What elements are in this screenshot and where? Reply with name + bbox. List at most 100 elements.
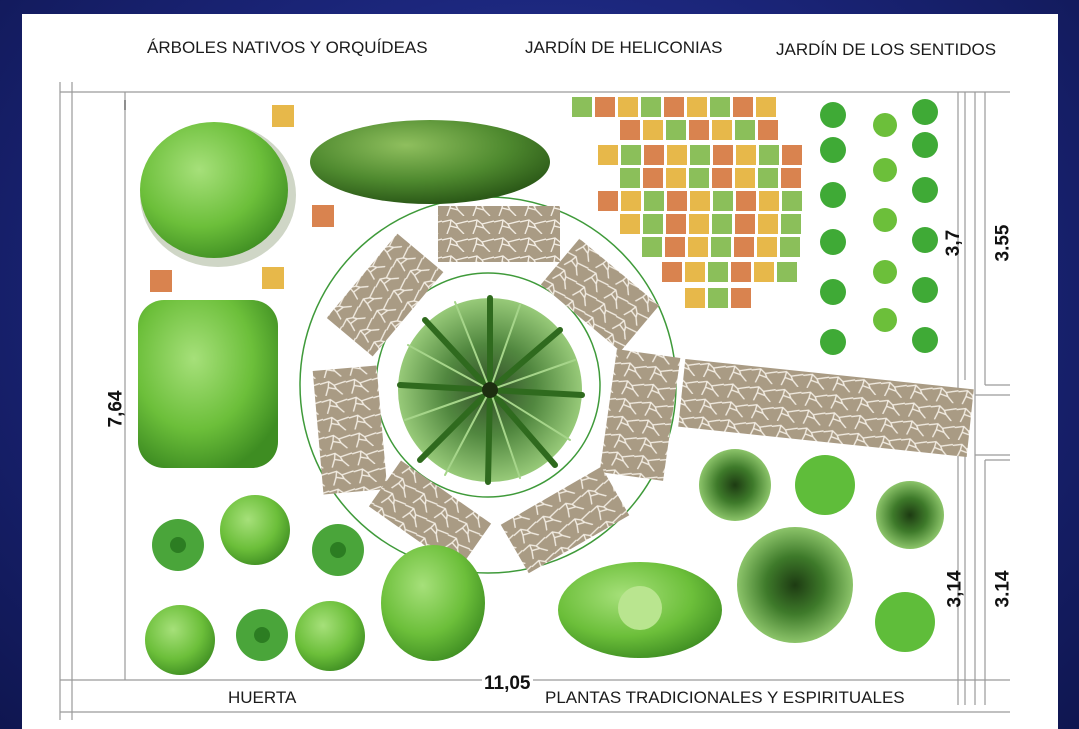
sensory-plant-icon	[912, 177, 938, 203]
heliconia-tile	[756, 97, 776, 117]
heliconia-tile	[644, 191, 664, 211]
heliconia-tile	[643, 168, 663, 188]
heliconia-tile	[759, 191, 779, 211]
heliconia-tile	[777, 262, 797, 282]
heliconia-tile	[690, 191, 710, 211]
sensory-plant-icon	[873, 308, 897, 332]
heliconia-tile	[643, 120, 663, 140]
heliconia-tile	[689, 120, 709, 140]
heliconia-tile	[713, 145, 733, 165]
heliconia-tile	[688, 237, 708, 257]
vegetable-plants	[145, 495, 365, 675]
central-palm-icon	[397, 295, 585, 485]
frame-lines	[59, 82, 1010, 720]
round-tree-icon	[381, 545, 485, 661]
heliconia-tile	[708, 262, 728, 282]
heliconia-tile	[711, 237, 731, 257]
heliconia-tile	[781, 168, 801, 188]
heliconia-tile	[598, 191, 618, 211]
sensory-plant-icon	[820, 279, 846, 305]
heliconia-tile	[620, 214, 640, 234]
heliconia-tile	[667, 145, 687, 165]
heliconia-tile	[641, 97, 661, 117]
heliconia-tile	[713, 191, 733, 211]
sensory-plant-icon	[912, 327, 938, 353]
zone-heliconias-label: JARDÍN DE HELICONIAS	[525, 38, 723, 57]
heliconia-tile	[731, 262, 751, 282]
flower-bush-icon	[558, 562, 722, 658]
sensory-plant-icon	[820, 229, 846, 255]
sensory-plant-icon	[820, 102, 846, 128]
heliconia-tile	[643, 214, 663, 234]
heliconia-tile	[689, 168, 709, 188]
dimension-right-top-inner: 3,7	[943, 229, 965, 257]
heliconia-tile	[690, 145, 710, 165]
heliconia-tile	[710, 97, 730, 117]
sensory-plant-icon	[873, 158, 897, 182]
heliconia-tile	[781, 214, 801, 234]
dimension-right-top-outer: 3.55	[992, 224, 1014, 262]
heliconia-tile	[734, 237, 754, 257]
heliconia-tile	[621, 191, 641, 211]
heliconia-tile	[595, 97, 615, 117]
heliconia-tile	[782, 191, 802, 211]
heliconia-tile	[644, 145, 664, 165]
heliconia-tile	[689, 214, 709, 234]
sensory-plant-icon	[873, 260, 897, 284]
heliconia-tile	[731, 288, 751, 308]
heliconia-tile	[757, 237, 777, 257]
sensory-plant-icon	[873, 113, 897, 137]
traditional-plants	[699, 449, 944, 652]
heliconia-tile	[759, 145, 779, 165]
orchid-tiles	[150, 105, 334, 292]
native-tree-icon	[140, 122, 296, 267]
sensory-plant-icon	[912, 132, 938, 158]
heliconia-tile	[712, 168, 732, 188]
heliconia-tile	[598, 145, 618, 165]
heliconia-tile	[687, 97, 707, 117]
heliconia-tile	[758, 120, 778, 140]
heliconia-tile	[665, 237, 685, 257]
heliconia-tile	[667, 191, 687, 211]
dimension-width: 11,05	[482, 673, 533, 695]
heliconia-tile	[666, 214, 686, 234]
heliconia-tile	[780, 237, 800, 257]
hedge-block-icon	[138, 300, 278, 468]
heliconia-tile	[758, 214, 778, 234]
sensory-plant-icon	[820, 329, 846, 355]
sensory-plant-icon	[873, 208, 897, 232]
dimension-height: 7,64	[105, 390, 127, 428]
heliconia-tile	[572, 97, 592, 117]
heliconia-tile	[620, 168, 640, 188]
zone-sentidos-label: JARDÍN DE LOS SENTIDOS	[776, 40, 997, 59]
heliconia-tile	[666, 168, 686, 188]
heliconia-tile	[735, 214, 755, 234]
zone-arboles-label: ÁRBOLES NATIVOS Y ORQUÍDEAS	[147, 38, 428, 57]
heliconia-tile	[735, 168, 755, 188]
sensory-plant-icon	[912, 99, 938, 125]
heliconia-tile	[666, 120, 686, 140]
sensory-plant-icon	[820, 182, 846, 208]
heliconia-tile	[685, 288, 705, 308]
sensory-plant-icon	[912, 277, 938, 303]
heliconia-tile	[733, 97, 753, 117]
heliconia-tile	[664, 97, 684, 117]
heliconia-tile	[642, 237, 662, 257]
zone-huerta-label: HUERTA	[228, 688, 297, 707]
heliconia-tile	[712, 214, 732, 234]
heliconia-tile	[685, 262, 705, 282]
heliconia-tile	[754, 262, 774, 282]
heliconia-tile	[618, 97, 638, 117]
heliconia-tile	[782, 145, 802, 165]
heliconia-tile	[662, 262, 682, 282]
dimension-right-bottom-outer: 3.14	[992, 570, 1014, 608]
zone-plantas-label: PLANTAS TRADICIONALES Y ESPIRITUALES	[545, 688, 905, 707]
heliconia-tile	[736, 191, 756, 211]
hedge-icon	[310, 120, 550, 204]
heliconia-tile	[735, 120, 755, 140]
heliconia-tile	[758, 168, 778, 188]
stone-paths	[312, 206, 974, 574]
heliconia-tile	[620, 120, 640, 140]
heliconia-tile	[736, 145, 756, 165]
